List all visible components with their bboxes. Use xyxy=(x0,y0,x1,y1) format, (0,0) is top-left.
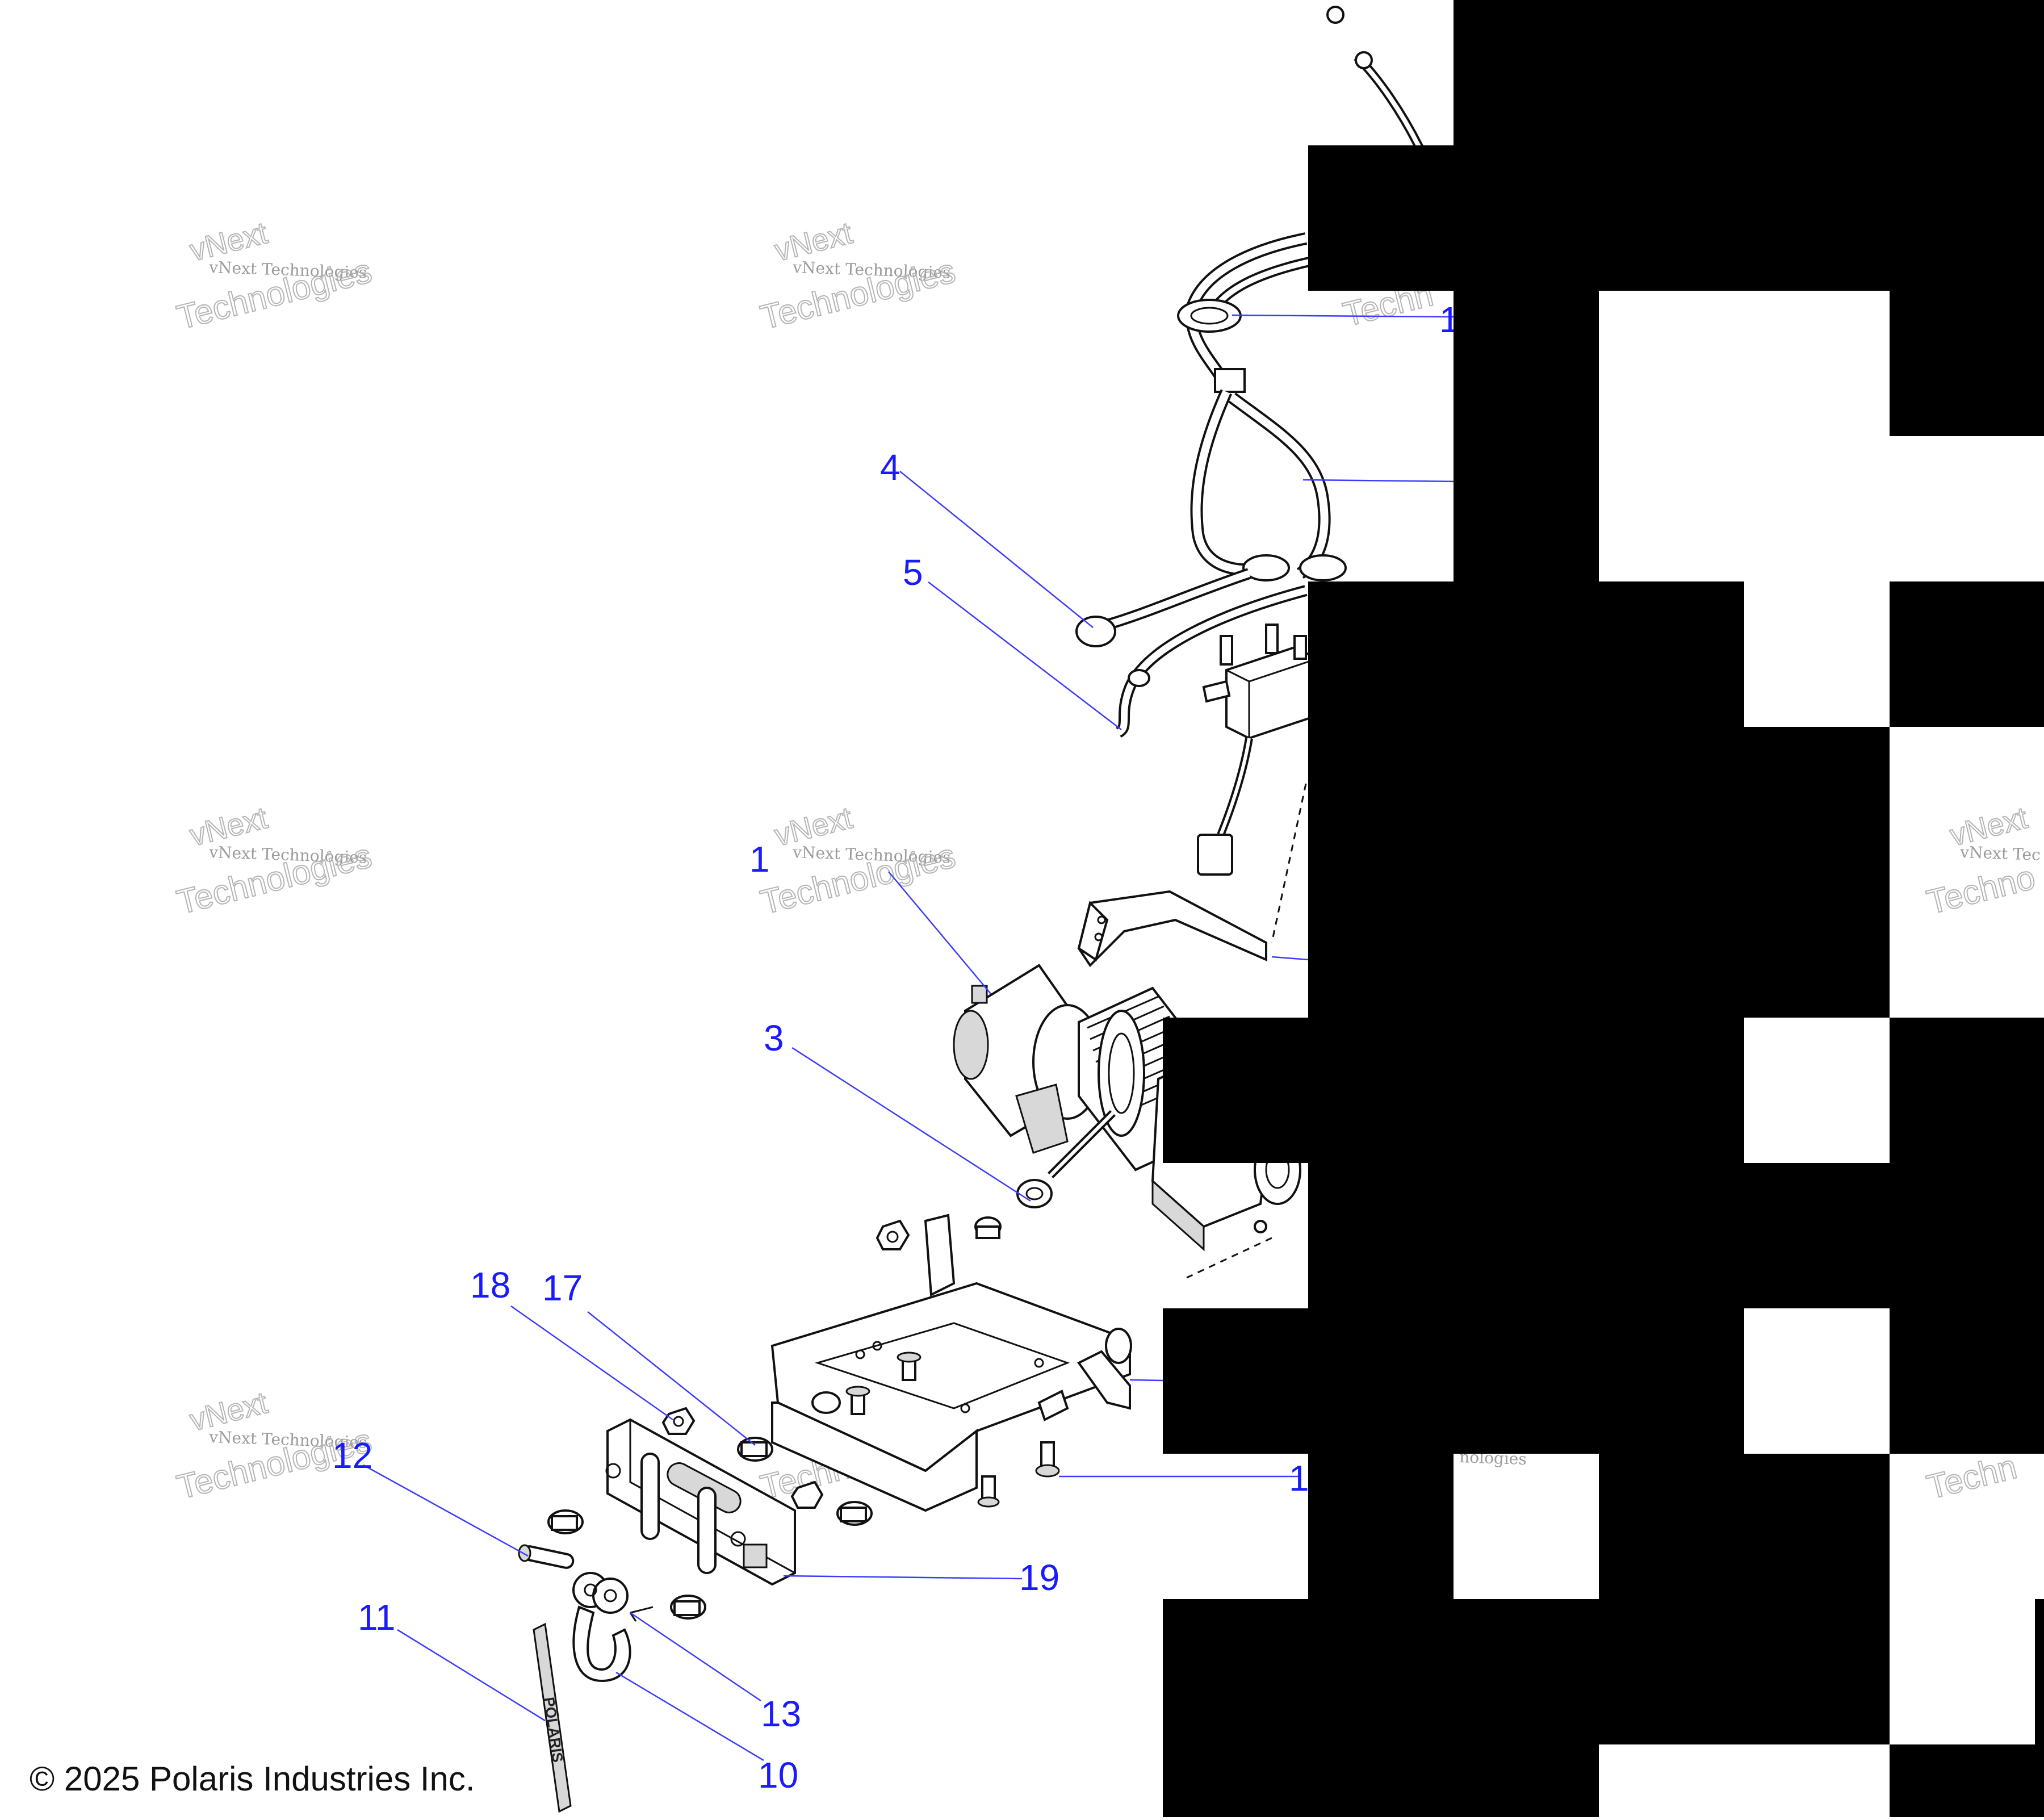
callout-11: 11 xyxy=(358,1597,395,1638)
watermark-top-mid: vNext vNext Technologies Technologies xyxy=(756,215,960,337)
watermark-partial: Techn xyxy=(1923,1447,2021,1507)
copyright-notice: © 2025 Polaris Industries Inc. xyxy=(30,1760,475,1798)
callout-10: 10 xyxy=(758,1755,798,1796)
winch-assembly xyxy=(953,964,1301,1252)
callout-4: 4 xyxy=(880,447,900,488)
contactor-assembly xyxy=(1197,624,1318,876)
watermark-mid-center: vNext vNext Technologies Technologies xyxy=(756,800,960,922)
assembly-line xyxy=(1186,1237,1272,1279)
winch-mount-plate xyxy=(770,1214,1132,1512)
watermark-partial: vNext Tec xyxy=(1959,843,2041,864)
callout-19: 19 xyxy=(1019,1557,1059,1598)
hook-latch xyxy=(629,1606,654,1622)
leader-lines xyxy=(363,314,1460,1762)
watermark-partial: Techno xyxy=(1923,858,2039,922)
callout-5: 5 xyxy=(903,552,923,593)
hardware-nuts xyxy=(876,1216,1002,1250)
clevis-hook xyxy=(572,1572,631,1683)
callout-13: 13 xyxy=(761,1693,801,1734)
wiring-harness xyxy=(1075,6,1467,738)
fairlead-hardware xyxy=(547,1407,873,1620)
watermark-mid-left: vNext vNext Technologies Technologies xyxy=(173,800,376,922)
bolt-16 xyxy=(1040,1441,1055,1468)
watermark-top-left: vNext vNext Technologies Technologies xyxy=(173,215,376,337)
callout-1-bottom: 1 xyxy=(1289,1458,1309,1499)
callout-12: 12 xyxy=(332,1435,372,1476)
roller-fairlead xyxy=(605,1418,796,1586)
assembly-line xyxy=(1271,783,1307,943)
contactor-bracket xyxy=(1077,890,1267,968)
callout-18: 18 xyxy=(470,1265,510,1306)
callout-17: 17 xyxy=(542,1267,583,1308)
callout-1: 1 xyxy=(749,839,770,880)
callout-3: 3 xyxy=(764,1018,784,1058)
redaction-mask xyxy=(1163,0,2044,1817)
strap-brand-text: POLARIS xyxy=(541,1696,567,1764)
callout-labels: 1 3 4 5 10 11 12 13 17 18 19 1 1 xyxy=(332,299,1460,1796)
